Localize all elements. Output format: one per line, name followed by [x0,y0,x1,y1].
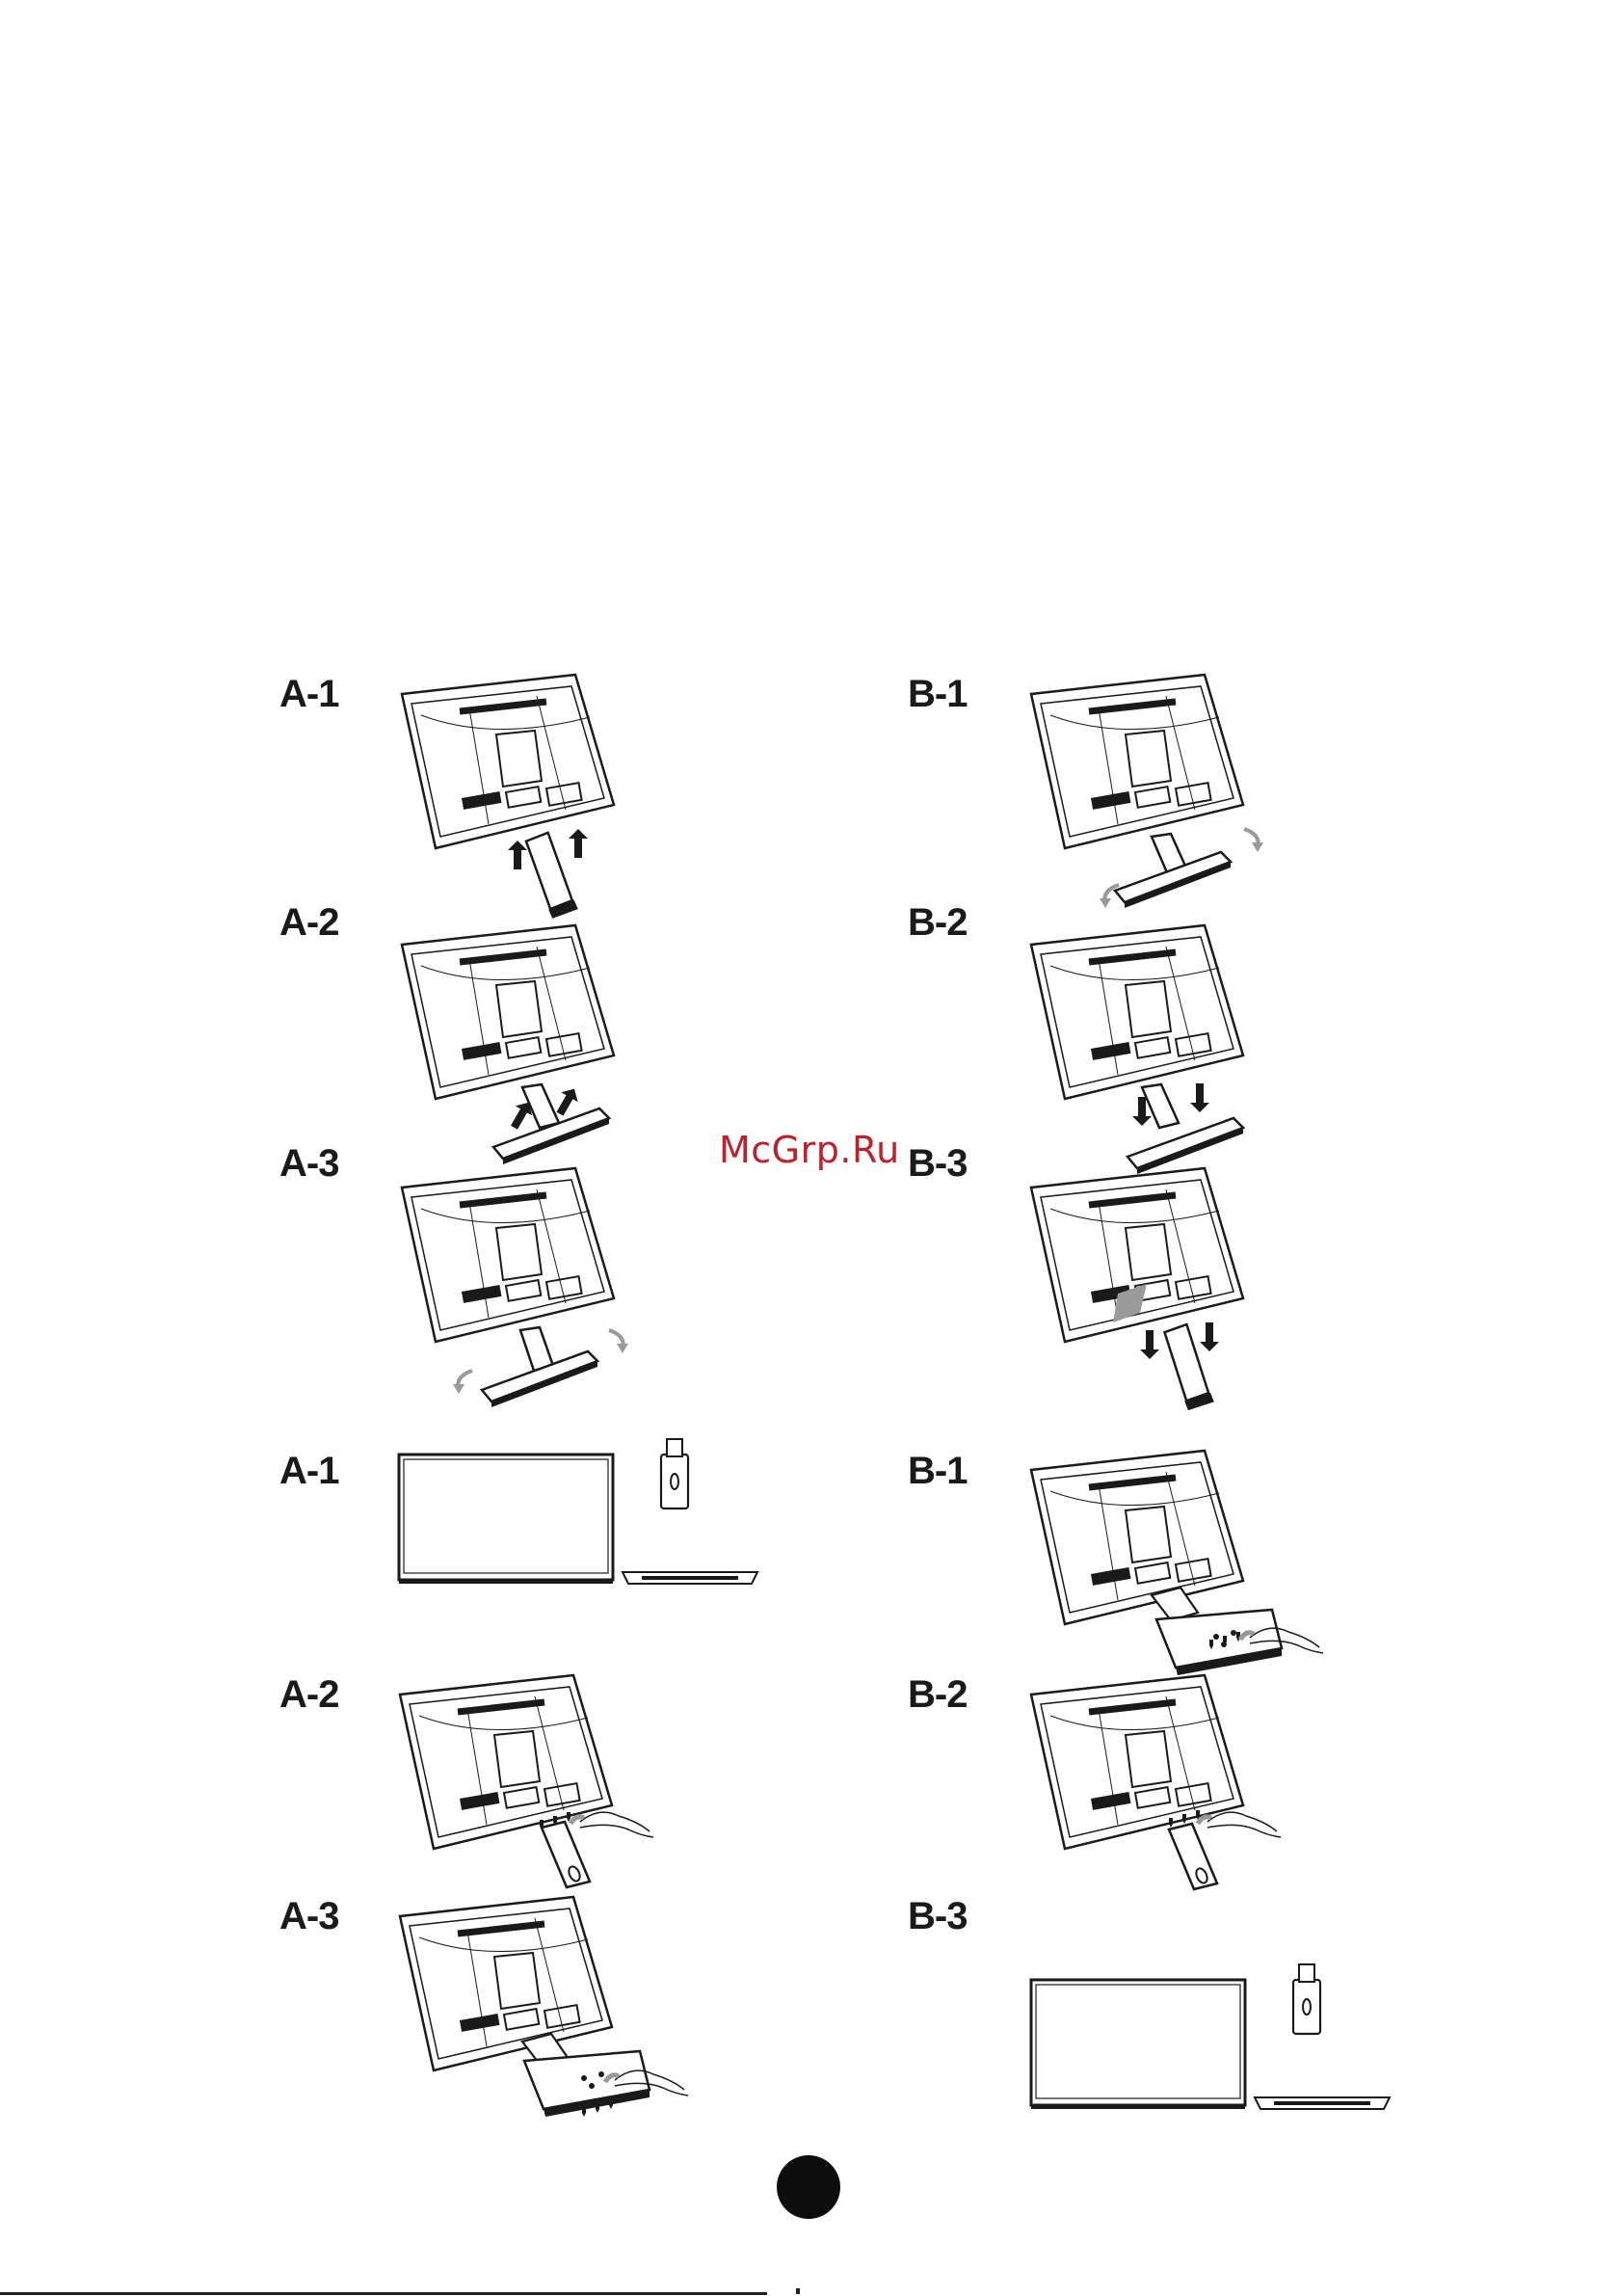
figure-a3-stand-done [397,1168,648,1409]
step-label-a3: A-3 [279,1144,338,1183]
figure-a2-attach-neckplate [397,1675,648,1892]
step-label-b3: B-3 [908,1144,967,1183]
step-label-a3-base: A-3 [279,1897,338,1936]
step-label-a2: A-2 [279,903,338,942]
figure-b2-detach-base [1026,925,1277,1166]
figure-b2-remove-neckplate [1026,1675,1277,1892]
figure-b3-base-parts [1029,1966,1405,2121]
figure-a3-attach-baseplate [397,1897,676,2114]
step-label-a1-base: A-1 [279,1452,338,1490]
figure-a2-attach-base [397,925,648,1166]
figure-a1-base-parts [397,1451,773,1605]
step-label-b3-base: B-3 [908,1897,967,1936]
footer-rule [0,2292,767,2295]
figure-a1-attach-neck [397,675,648,916]
figure-b3-detach-neck [1026,1168,1277,1409]
figure-b1-remove-base [1026,675,1277,916]
watermark-text: McGrp.Ru [719,1132,900,1168]
step-label-a2-base: A-2 [279,1675,338,1714]
figure-b1-remove-baseplate [1026,1451,1315,1668]
step-label-b1-base: B-1 [908,1452,967,1490]
page-number-dot [777,2155,840,2219]
step-label-a1: A-1 [279,675,338,713]
step-label-b2: B-2 [908,903,967,942]
step-label-b1: B-1 [908,675,967,713]
step-label-b2-base: B-2 [908,1675,967,1714]
footer-rule-mark [796,2288,800,2294]
